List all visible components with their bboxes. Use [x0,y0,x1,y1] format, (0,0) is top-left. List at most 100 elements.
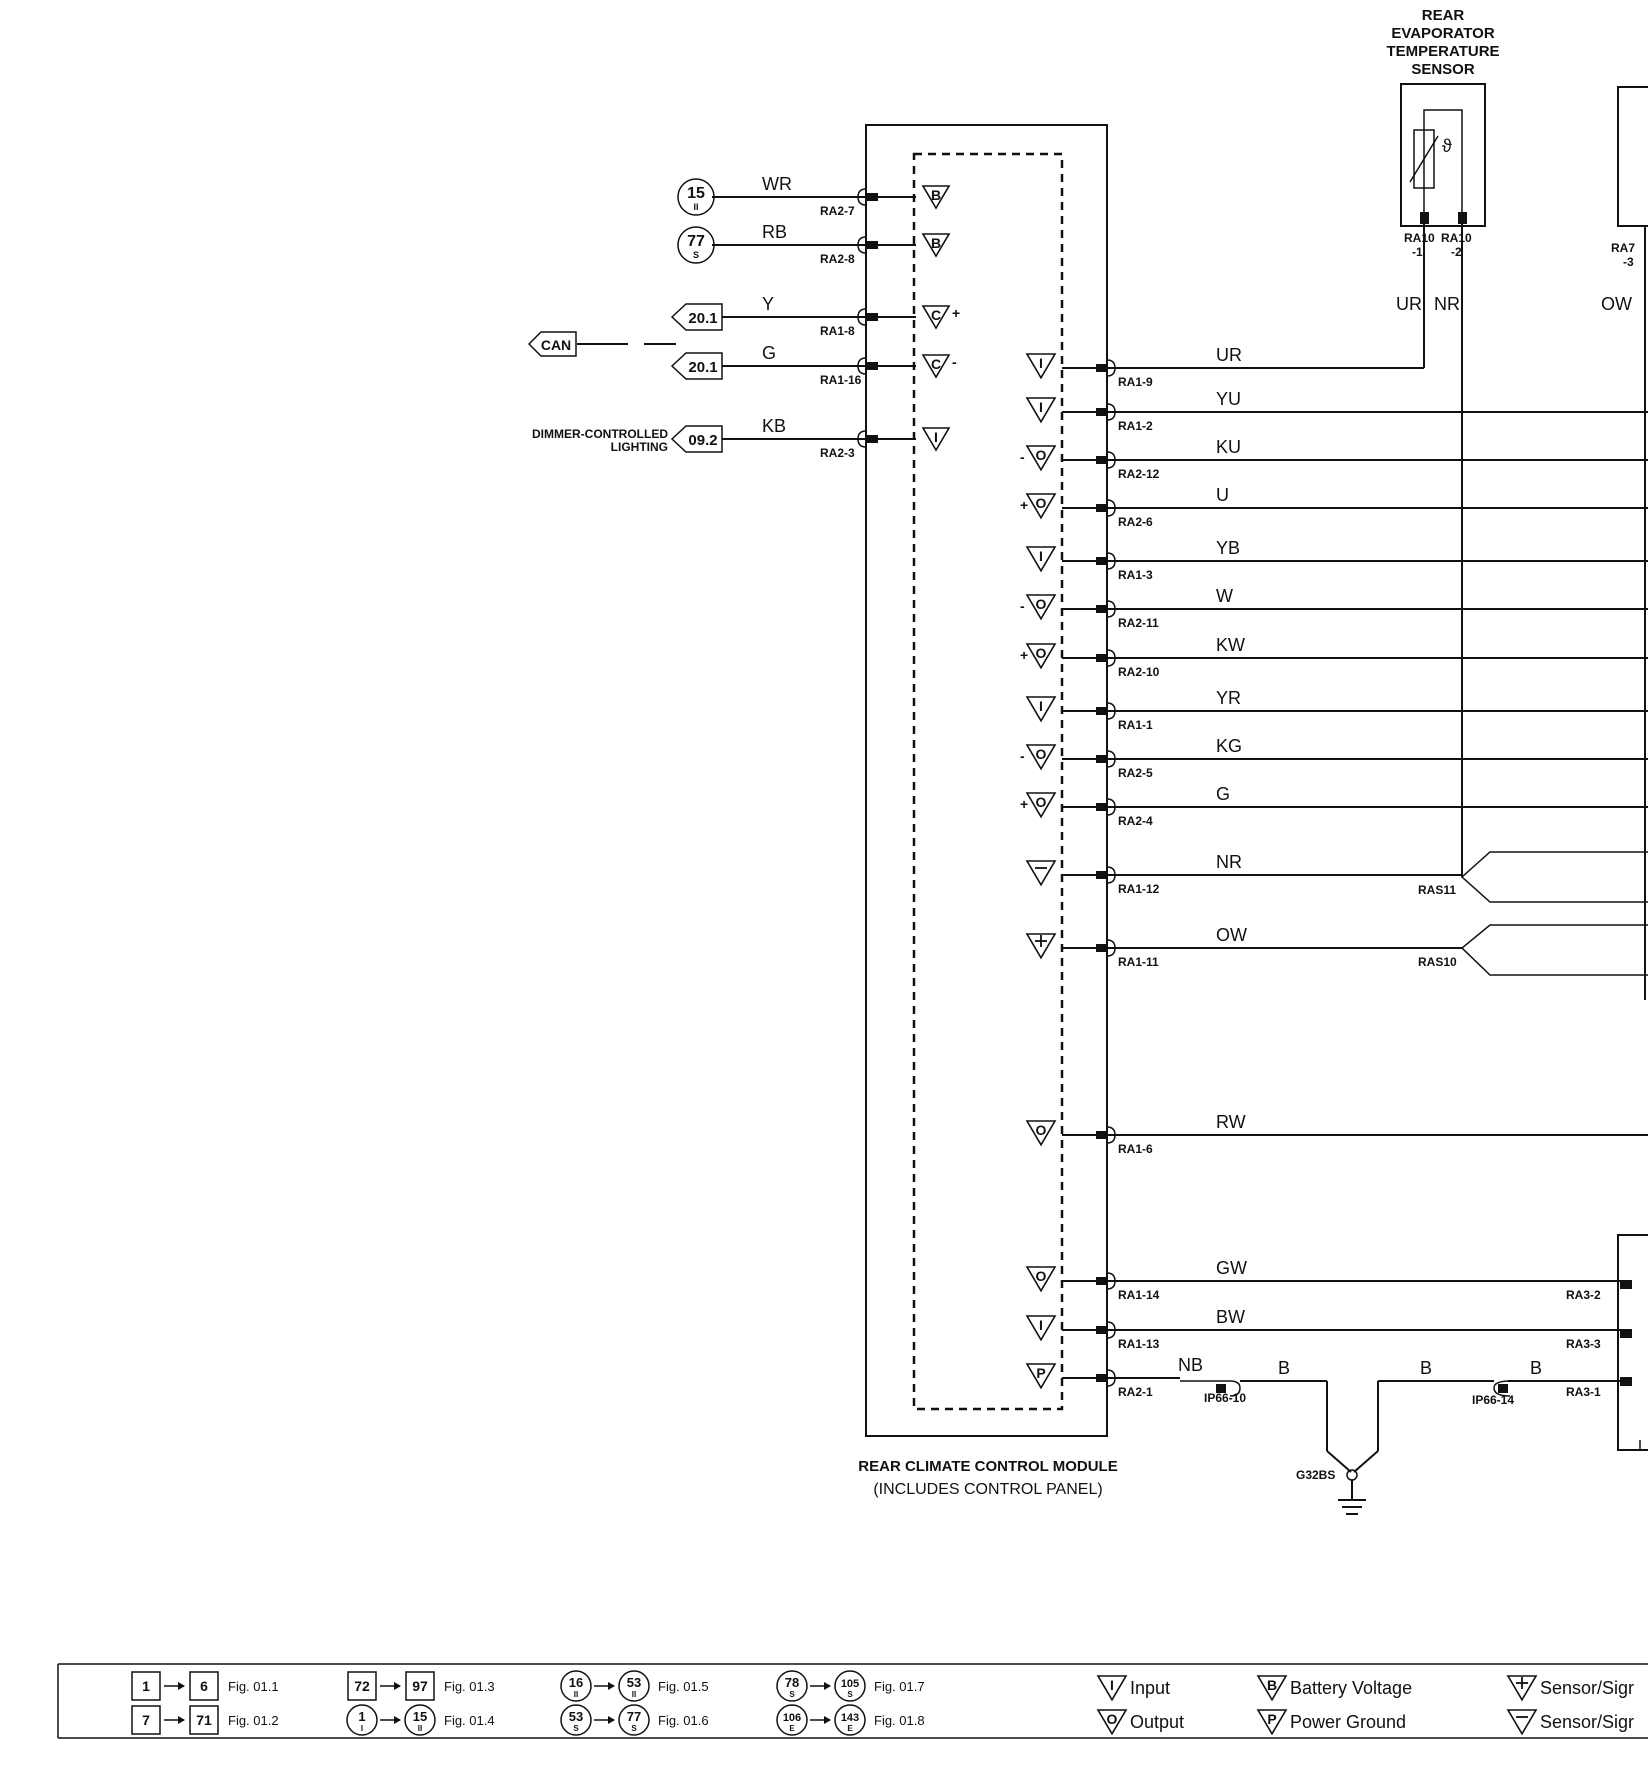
wire-label: RB [762,222,787,242]
sensor-title-line-4: SENSOR [1411,61,1475,78]
pin-type-icon: O [1025,1120,1057,1147]
ra3-pin-3-label: RA3-3 [1566,1337,1601,1351]
pin-label: RA1-3 [1118,568,1153,582]
box-icon [131,1705,161,1735]
wire-label: YU [1216,389,1241,409]
ground-wire-b2: B [1420,1358,1432,1378]
pin-type-icon: O [1025,493,1057,520]
svg-text:S: S [847,1690,853,1699]
sensor-internal-wire [1423,109,1463,216]
pin-label: RA1-8 [820,324,855,338]
legend-frame [57,1663,1648,1739]
pin-label: RA1-14 [1118,1288,1160,1302]
svg-text:105: 105 [841,1678,859,1690]
pin-type-icon: P [1025,1363,1057,1390]
svg-text:77: 77 [687,233,705,250]
feed-wires: RAS11 RAS10 [1418,224,1648,976]
legend-symbol-label: Battery Voltage [1290,1678,1412,1698]
sensor-title-line-2: EVAPORATOR [1391,25,1495,42]
legend-triangle-icon: I [1096,1675,1128,1702]
polarity-sign: + [952,305,960,321]
pin-type-icon: B [921,185,951,210]
circle-icon [404,1704,436,1736]
svg-text:I: I [361,1724,363,1733]
ra3-pin-1-label: RA3-1 [1566,1385,1601,1399]
legend-fig-label: Fig. 01.3 [444,1679,495,1694]
ref-flag-icon: 09.2 [670,425,723,453]
polarity-sign: - [1020,598,1025,614]
right-component-pin: RA7 [1611,241,1635,255]
pin-label: RA2-11 [1118,616,1159,630]
pin-label: RA2-4 [1118,814,1153,828]
pin-label: RA1-9 [1118,375,1153,389]
svg-text:106: 106 [783,1712,801,1724]
svg-text:C: C [931,307,941,323]
legend-symbol-6: Sensor/Sigr [1506,1709,1634,1736]
pin-terminal [1096,755,1108,763]
svg-text:S: S [693,250,699,260]
svg-text:II: II [418,1724,422,1733]
svg-text:E: E [847,1724,853,1733]
polarity-sign: + [1020,647,1028,663]
ip66-14-pin [1498,1384,1508,1393]
wire-label: NB [1178,1355,1203,1375]
svg-text:II: II [693,202,698,212]
svg-text:20.1: 20.1 [688,359,717,376]
svg-text:I: I [1039,399,1043,415]
ref-circle-icon: 77S [677,226,715,264]
pin-label: RA1-6 [1118,1142,1153,1156]
wire-label: KU [1216,437,1241,457]
ip66-14-connector [1493,1380,1511,1397]
box-icon [405,1671,435,1701]
ground-eyelet [1346,1469,1358,1481]
legend-symbol-5: Sensor/Sigr [1506,1675,1634,1702]
module-subtitle: (INCLUDES CONTROL PANEL) [873,1481,1102,1498]
circle-icon [618,1670,650,1702]
pin-type-icon: O [1025,594,1057,621]
svg-text:O: O [1036,596,1047,612]
pin-terminal [1096,944,1108,952]
svg-text:O: O [1036,1122,1047,1138]
right-component-housing [1617,86,1648,227]
pin-type-icon: B [921,233,951,258]
legend-fig-label: Fig. 01.4 [444,1713,495,1728]
pin-label: RA2-5 [1118,766,1153,780]
lighting-label-1: DIMMER-CONTROLLED [532,427,668,441]
ground-merge-left [1326,1450,1352,1473]
pin-type-icon: O [1025,1266,1057,1293]
svg-text:1: 1 [142,1678,150,1694]
pin-label: RA2-8 [820,252,855,266]
connector-ip66-10: IP66-10 [1204,1391,1246,1405]
svg-text:II: II [632,1690,636,1699]
wire-label: UR [1216,345,1242,365]
pin-type-icon: O [1025,792,1057,819]
wire-label: G [762,343,776,363]
pin-terminal [866,193,878,201]
legend-fig-label: Fig. 01.1 [228,1679,279,1694]
legend-fig-label: Fig. 01.6 [658,1713,709,1728]
sensor-title-line-1: REAR [1422,7,1465,24]
box-icon [347,1671,377,1701]
pin-type-icon: I [1025,696,1057,723]
svg-text:P: P [1267,1711,1276,1727]
svg-text:6: 6 [200,1678,208,1694]
svg-text:S: S [631,1724,637,1733]
circle-icon [346,1704,378,1736]
sensor-housing [1400,83,1486,227]
module-title: REAR CLIMATE CONTROL MODULE [858,1458,1117,1475]
svg-text:S: S [789,1690,795,1699]
legend-ref-1: 1 6 Fig. 01.1 [131,1671,279,1701]
pin-terminal [1096,803,1108,811]
pin-label: RA2-3 [820,446,855,460]
